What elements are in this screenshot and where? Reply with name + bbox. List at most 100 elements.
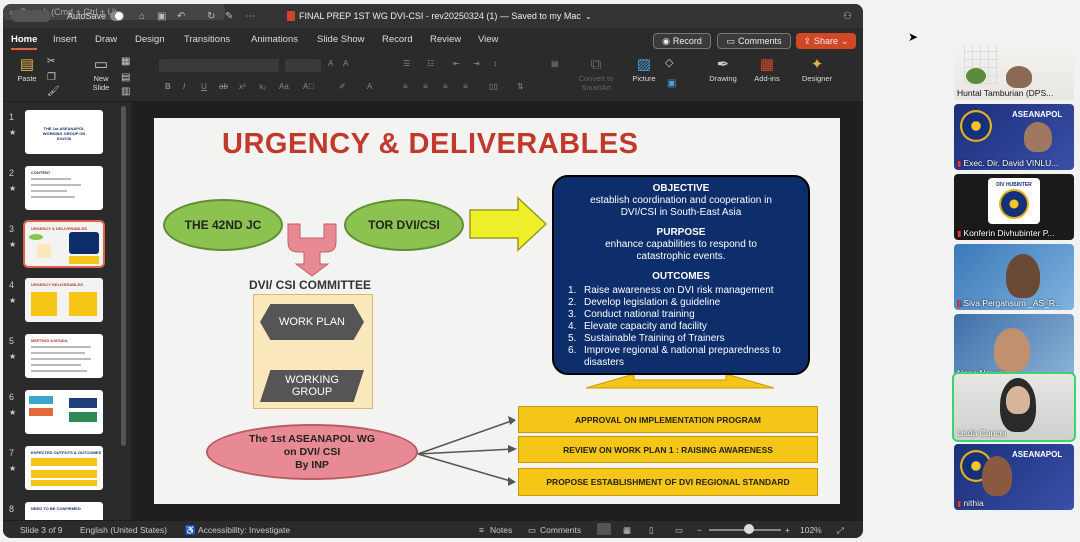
- slide-thumbnail-1[interactable]: THE 1st ASEANAPOL WORKING GROUP ON DVI/C…: [25, 110, 103, 154]
- highlight-icon[interactable]: ✐: [339, 82, 346, 91]
- font-size-down-icon[interactable]: A: [343, 59, 349, 68]
- tab-design[interactable]: Design: [135, 34, 165, 45]
- language-status[interactable]: English (United States): [80, 525, 167, 535]
- autosave-control[interactable]: AutoSave: [67, 4, 125, 28]
- window-controls[interactable]: [11, 10, 51, 22]
- participant-tile[interactable]: ASEANAPOL ▮Exec. Dir. David VINLU...: [954, 104, 1074, 170]
- decrease-indent-icon[interactable]: ⇤: [453, 59, 460, 68]
- italic-icon[interactable]: I: [183, 82, 186, 91]
- normal-view-icon[interactable]: [597, 523, 611, 535]
- undo-icon[interactable]: ↶: [177, 10, 186, 22]
- comments-status-button[interactable]: Comments: [540, 525, 582, 535]
- accessibility-status[interactable]: Accessibility: Investigate: [198, 525, 291, 535]
- outcome-item: 1.Raise awareness on DVI risk management: [568, 285, 808, 297]
- underline-icon[interactable]: U: [201, 82, 207, 91]
- autosave-toggle[interactable]: [110, 11, 125, 21]
- convert-smartart-button[interactable]: ⧉ Convert to SmartArt: [573, 56, 619, 92]
- copy-icon[interactable]: ❐: [47, 72, 56, 83]
- paste-button[interactable]: ▤ Paste: [13, 56, 41, 83]
- font-size-select[interactable]: [285, 59, 321, 72]
- subscript-icon[interactable]: x₂: [259, 82, 267, 91]
- tab-slide-show[interactable]: Slide Show: [317, 34, 365, 45]
- zoom-in-icon[interactable]: +: [785, 525, 790, 535]
- slide-thumbnail-5[interactable]: MEETING AGENDA: [25, 334, 103, 378]
- textbox-icon[interactable]: ▣: [667, 78, 677, 89]
- reset-icon[interactable]: ▤: [121, 72, 131, 83]
- thumb-title: URGENCY & DELIVERABLES: [31, 226, 87, 231]
- numbering-icon[interactable]: ☷: [427, 59, 435, 68]
- thumbnail-scrollbar[interactable]: [121, 106, 126, 446]
- tab-home[interactable]: Home: [11, 34, 38, 50]
- zoom-level[interactable]: 102%: [800, 525, 822, 535]
- text-direction-icon[interactable]: ⇅: [517, 82, 524, 91]
- slide-thumbnail-3[interactable]: URGENCY & DELIVERABLES: [23, 220, 105, 268]
- designer-button[interactable]: ✦ Designer: [797, 56, 837, 83]
- fit-slide-icon[interactable]: ⤢: [837, 525, 844, 535]
- participant-tile[interactable]: DIV HUBINTER ▮Konferin Divhubinter P...: [954, 174, 1074, 240]
- align-right-icon[interactable]: ≡: [443, 82, 448, 91]
- reading-view-icon[interactable]: ▯: [649, 525, 654, 535]
- participant-tile[interactable]: ▮Siva Pergahsum _AS_R...: [954, 244, 1074, 310]
- tab-animations[interactable]: Animations: [251, 34, 298, 45]
- document-title[interactable]: FINAL PREP 1ST WG DVI-CSI - rev20250324 …: [287, 4, 592, 28]
- participant-tile-active-speaker[interactable]: Lisda Cancer: [952, 372, 1076, 442]
- align-left-icon[interactable]: ≡: [403, 82, 408, 91]
- justify-icon[interactable]: ≡: [463, 82, 468, 91]
- strikethrough-icon[interactable]: ab: [219, 82, 228, 91]
- comments-button[interactable]: ▭ Comments: [717, 33, 791, 49]
- drawing-button[interactable]: ✒ Drawing: [705, 56, 741, 83]
- save-icon[interactable]: ▣: [157, 10, 167, 22]
- font-color-icon[interactable]: A: [367, 82, 373, 91]
- align-center-icon[interactable]: ≡: [423, 82, 428, 91]
- notes-button[interactable]: Notes: [490, 525, 513, 535]
- format-icon[interactable]: ✎: [225, 10, 234, 22]
- tab-draw[interactable]: Draw: [95, 34, 118, 45]
- case-icon[interactable]: Aa: [279, 82, 289, 91]
- bullets-icon[interactable]: ☰: [403, 59, 411, 68]
- format-painter-icon[interactable]: 🖌: [47, 86, 60, 97]
- participant-tile[interactable]: Ngoc Nguyen: [954, 314, 1074, 380]
- tab-record[interactable]: Record: [382, 34, 413, 45]
- participant-face: [1006, 386, 1030, 414]
- record-button[interactable]: ◉ Record: [653, 33, 711, 49]
- participant-tile[interactable]: ASEANAPOL ▮nithia: [954, 444, 1074, 510]
- cut-icon[interactable]: ✂: [47, 56, 56, 67]
- participant-name: ▮Konferin Divhubinter P...: [957, 228, 1054, 238]
- slide-thumbnail-6[interactable]: [25, 390, 103, 434]
- font-size-up-icon[interactable]: A: [328, 59, 334, 68]
- more-icon[interactable]: ⋯: [245, 10, 255, 22]
- increase-indent-icon[interactable]: ⇥: [473, 59, 480, 68]
- redo-icon[interactable]: ↻: [207, 10, 216, 22]
- font-family-select[interactable]: [159, 59, 279, 72]
- account-icon[interactable]: ⚇: [843, 10, 852, 22]
- section-icon[interactable]: ▥: [121, 86, 131, 97]
- comment-icon: ▭: [528, 525, 537, 535]
- clear-format-icon[interactable]: A⃠: [303, 82, 315, 91]
- zoom-slider-thumb[interactable]: [743, 524, 754, 534]
- tab-review[interactable]: Review: [430, 34, 462, 45]
- layout-icon[interactable]: ▦: [121, 56, 131, 67]
- new-slide-button[interactable]: ▭ New Slide: [87, 56, 115, 92]
- slide-thumbnail-4[interactable]: URGENCY DELIVERABLES: [25, 278, 103, 322]
- zoom-out-icon[interactable]: −: [697, 525, 702, 535]
- slide-sorter-icon[interactable]: ▦: [623, 525, 632, 535]
- columns-icon[interactable]: ▯▯: [489, 82, 498, 91]
- bold-icon[interactable]: B: [165, 82, 171, 91]
- slide-thumbnail-7[interactable]: EXPECTED OUTPUTS & OUTCOMES: [25, 446, 103, 490]
- align-text-icon[interactable]: ▤: [551, 59, 559, 68]
- share-button[interactable]: ⇪ Share ⌄: [796, 33, 856, 49]
- picture-button[interactable]: ▨ Picture: [629, 56, 659, 83]
- tab-insert[interactable]: Insert: [53, 34, 77, 45]
- tab-view[interactable]: View: [478, 34, 499, 45]
- slide-thumbnail-8[interactable]: NEED TO BE CONFIRMED: [25, 502, 103, 520]
- participant-tile[interactable]: Huntal Tamburian (DPS...: [954, 34, 1074, 100]
- addins-button[interactable]: ▦ Add-ins: [751, 56, 783, 83]
- shapes-icon[interactable]: ◇: [665, 57, 674, 69]
- superscript-icon[interactable]: x²: [239, 82, 246, 91]
- home-icon[interactable]: ⌂: [139, 10, 146, 22]
- slide[interactable]: URGENCY & DELIVERABLES THE 42ND JC TOR D…: [154, 118, 840, 504]
- slide-thumbnail-2[interactable]: CONTENT: [25, 166, 103, 210]
- presenter-icon[interactable]: ▭: [675, 525, 684, 535]
- line-spacing-icon[interactable]: ↕: [493, 59, 497, 68]
- tab-transitions[interactable]: Transitions: [184, 34, 231, 45]
